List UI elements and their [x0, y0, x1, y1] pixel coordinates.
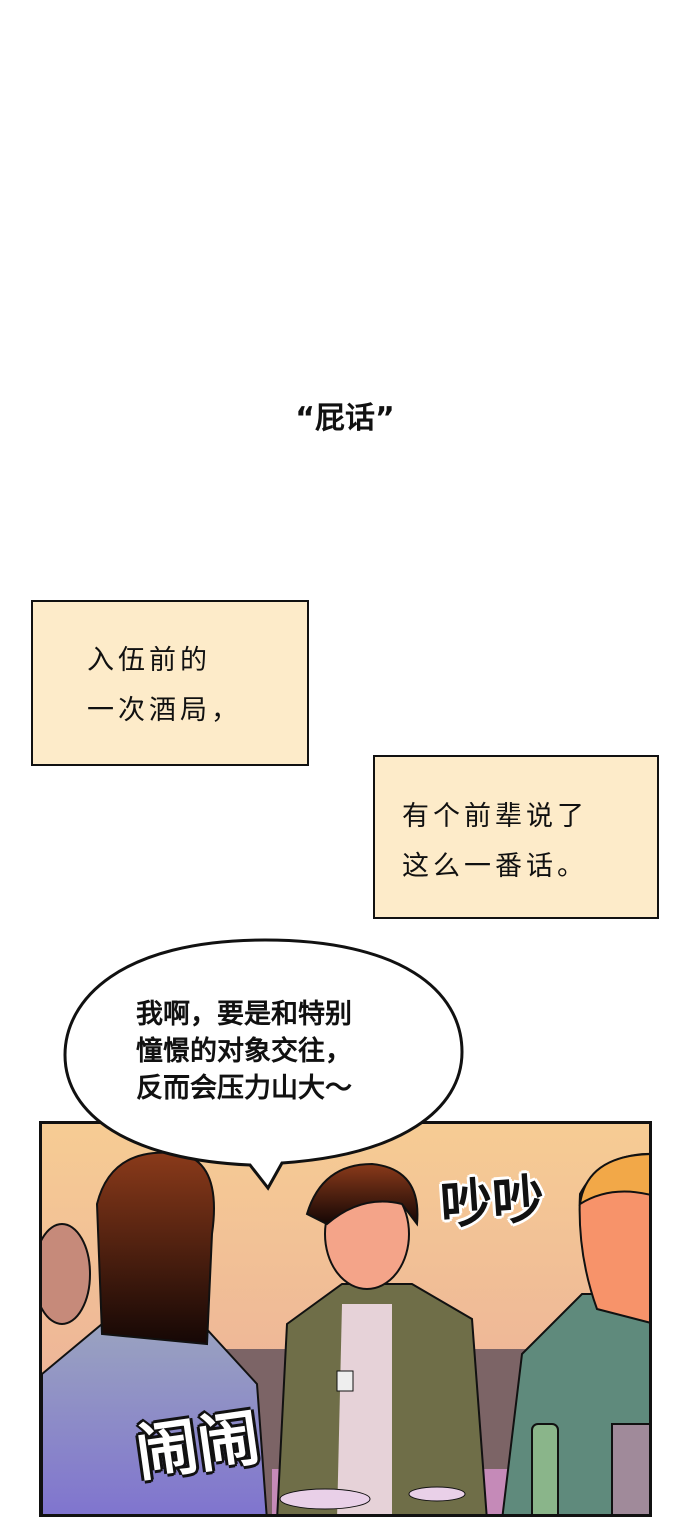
sound-effect-chatter: 吵吵 — [438, 1169, 547, 1237]
speech-line: 反而会压力山大～ — [136, 1073, 352, 1104]
speech-bubble: 我啊，要是和特别 憧憬的对象交往， 反而会压力山大～ — [136, 996, 352, 1107]
plate — [279, 1488, 371, 1510]
bottle — [531, 1423, 559, 1514]
foreground-head — [95, 1151, 215, 1346]
comic-panel — [39, 1121, 652, 1517]
title-text: “屁话” — [295, 401, 395, 436]
caption-line: 入伍前的 — [87, 645, 211, 676]
bar-scene-illustration — [42, 1124, 649, 1514]
caption-line: 这么一番话。 — [402, 851, 588, 882]
white-shirt — [337, 1304, 392, 1514]
plate — [408, 1486, 466, 1502]
speech-line: 憧憬的对象交往， — [136, 1036, 352, 1067]
jar — [611, 1423, 649, 1514]
left-person — [42, 1223, 91, 1325]
caption-box-2: 有个前辈说了 这么一番话。 — [373, 755, 659, 919]
caption-line: 有个前辈说了 — [402, 801, 588, 832]
cup — [336, 1370, 354, 1392]
beanie — [578, 1153, 649, 1206]
sound-effect-noise: 闹闹 — [131, 1400, 265, 1491]
caption-box-1: 入伍前的 一次酒局， — [31, 600, 309, 766]
speech-line: 我啊，要是和特别 — [136, 999, 352, 1030]
caption-line: 一次酒局， — [87, 695, 242, 726]
